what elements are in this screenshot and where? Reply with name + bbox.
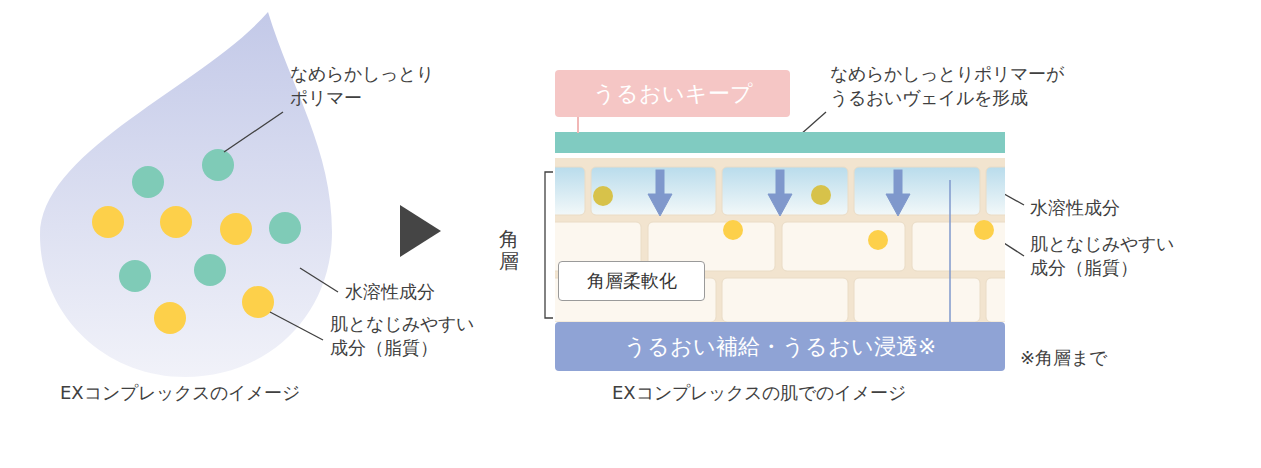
skin-cell <box>722 278 848 322</box>
caption-label: EXコンプレックスのイメージ <box>60 381 300 405</box>
skin-cells <box>555 167 1005 322</box>
box-text: うるおいキープ <box>593 79 753 109</box>
callout-label: 水溶性成分 <box>345 280 435 304</box>
box-text: うるおい補給・うるおい浸透※ <box>624 332 936 362</box>
water-dot <box>119 260 151 292</box>
leader-line <box>300 268 338 292</box>
leader-line <box>270 312 323 340</box>
bracket <box>545 172 553 318</box>
skin-cell <box>591 167 716 215</box>
skin-cell <box>986 167 1005 215</box>
supply-bar: うるおい補給・うるおい浸透※ <box>555 322 1005 371</box>
veil-layer <box>555 132 1005 153</box>
box-text: 角層柔軟化 <box>587 269 677 293</box>
callout-label: 肌となじみやすい 成分（脂質） <box>330 312 510 361</box>
water-dot <box>269 212 301 244</box>
lipid-dot <box>242 286 274 318</box>
arrow-triangle <box>400 205 441 257</box>
polymer-dot <box>132 166 164 198</box>
layer-name: 角層 <box>499 228 519 272</box>
lipid-dot <box>723 220 743 240</box>
caption-label: EXコンプレックスの肌でのイメージ <box>612 381 906 405</box>
skin-cell <box>854 278 980 322</box>
down-arrow <box>768 170 792 216</box>
skin-cell <box>555 167 585 215</box>
callout-label: 水溶性成分 <box>1030 196 1120 220</box>
note-label: ※角層まで <box>1020 346 1107 370</box>
skin-cell <box>854 167 980 215</box>
leader-lines <box>224 112 1024 340</box>
droplet <box>40 12 332 377</box>
softening-box: 角層柔軟化 <box>558 261 705 301</box>
lipid-dot <box>154 302 186 334</box>
water-dot <box>194 254 226 286</box>
skin-cell <box>722 167 848 215</box>
callout-label: 肌となじみやすい 成分（脂質） <box>1030 232 1210 281</box>
skin-cell <box>782 222 905 271</box>
callout-label: なめらかしっとりポリマーが うるおいヴェイルを形成 <box>830 62 1120 111</box>
down-arrow <box>648 170 672 216</box>
penetration-pointer <box>949 180 951 322</box>
lipid-dot <box>92 206 124 238</box>
skin-cell <box>986 278 1005 322</box>
leader-line <box>800 112 826 135</box>
down-arrow <box>886 170 910 216</box>
lipid-dot <box>868 230 888 250</box>
callout-label: なめらかしっとり ポリマー <box>290 62 475 111</box>
lipid-dot <box>593 186 613 206</box>
polymer-dot <box>202 149 234 181</box>
down-arrows <box>648 170 910 216</box>
lipid-dot <box>974 220 994 240</box>
droplet-dots <box>92 149 301 334</box>
lipid-dot <box>220 213 252 245</box>
lipid-dot <box>160 206 192 238</box>
leader-line <box>224 112 283 152</box>
skin-lipid-dots <box>593 185 994 250</box>
lipid-dot <box>811 185 831 205</box>
keep-box: うるおいキープ <box>555 70 790 117</box>
pink-pointer <box>577 117 579 133</box>
